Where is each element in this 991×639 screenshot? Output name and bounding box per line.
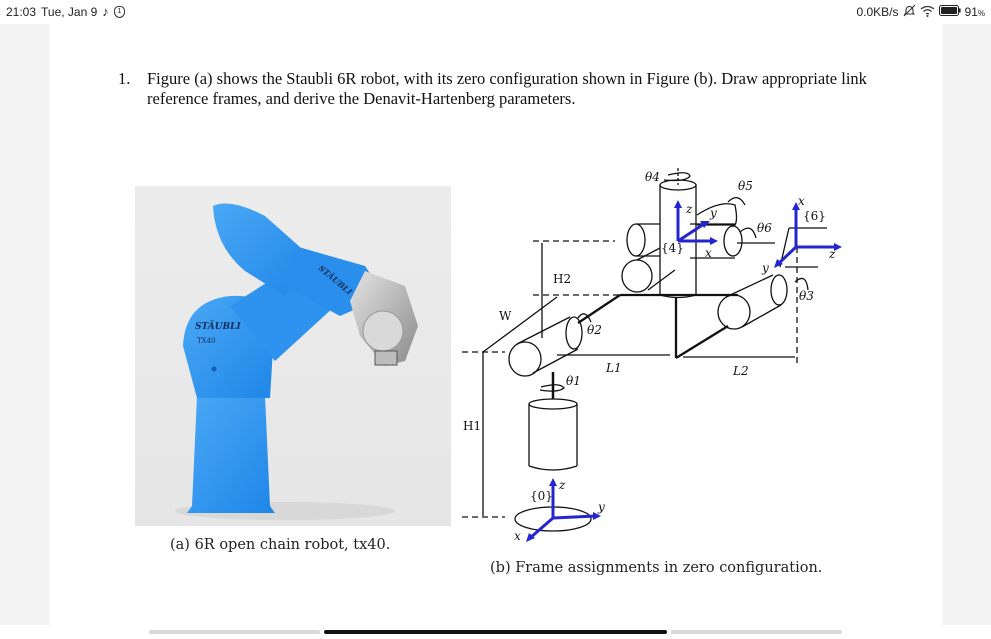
theta1-label: θ1 <box>566 374 581 388</box>
l2-label: L2 <box>732 364 749 378</box>
nav-segment-active[interactable] <box>324 630 667 634</box>
svg-text:x: x <box>514 529 521 543</box>
clock-time: 21:03 <box>6 4 37 19</box>
robot-brand-label: STÄUBLI <box>195 319 241 332</box>
battery-icon <box>938 5 961 19</box>
frame4-label: {4} <box>661 241 684 255</box>
w-label: W <box>499 309 512 323</box>
left-margin <box>0 24 50 625</box>
notification-badge-icon: 1 <box>113 5 125 18</box>
nav-segment-left[interactable] <box>149 630 320 634</box>
right-margin <box>942 24 991 625</box>
battery-level: 91% <box>964 5 985 19</box>
theta2-label: θ2 <box>587 323 602 337</box>
mute-bell-icon <box>903 4 916 20</box>
robot-photo: STÄUBLI TX40 STÄUBLI <box>135 186 451 526</box>
svg-text:z: z <box>558 478 566 492</box>
frame6-label: {6} <box>803 209 826 223</box>
clock-date: Tue, Jan 9 <box>41 4 98 19</box>
h1-label: H1 <box>463 419 481 433</box>
network-speed: 0.0KB/s <box>856 5 899 19</box>
l1-label: L1 <box>605 361 622 375</box>
status-bar: 21:03 Tue, Jan 9 ♪ 1 0.0KB/s 91% <box>0 0 991 24</box>
wifi-icon <box>920 5 935 20</box>
question-text: Figure (a) shows the Staubli 6R robot, w… <box>147 69 867 108</box>
svg-text:y: y <box>597 500 605 514</box>
svg-text:z: z <box>685 202 693 216</box>
theta5-label: θ5 <box>738 179 753 193</box>
svg-text:y: y <box>761 261 769 275</box>
h2-label: H2 <box>553 272 571 286</box>
figure-a-caption: (a) 6R open chain robot, tx40. <box>170 537 391 553</box>
robot-model-label: TX40 <box>197 337 216 345</box>
question-number: 1. <box>118 69 131 88</box>
svg-text:y: y <box>709 206 717 220</box>
theta6-label: θ6 <box>757 221 772 235</box>
theta4-label: θ4 <box>645 170 660 184</box>
tiktok-icon: ♪ <box>102 4 109 19</box>
theta3-label: θ3 <box>799 289 814 303</box>
svg-text:z: z <box>828 247 836 261</box>
frame0-label: {0} <box>530 489 553 503</box>
frame-diagram: θ4 θ5 θ6 θ3 θ2 θ1 L1 L2 z y x x z y z y x H2 H… <box>462 168 842 543</box>
figure-b-caption: (b) Frame assignments in zero configurat… <box>490 560 823 576</box>
nav-segment-right[interactable] <box>671 630 842 634</box>
svg-text:x: x <box>798 194 805 208</box>
svg-text:x: x <box>705 246 712 260</box>
